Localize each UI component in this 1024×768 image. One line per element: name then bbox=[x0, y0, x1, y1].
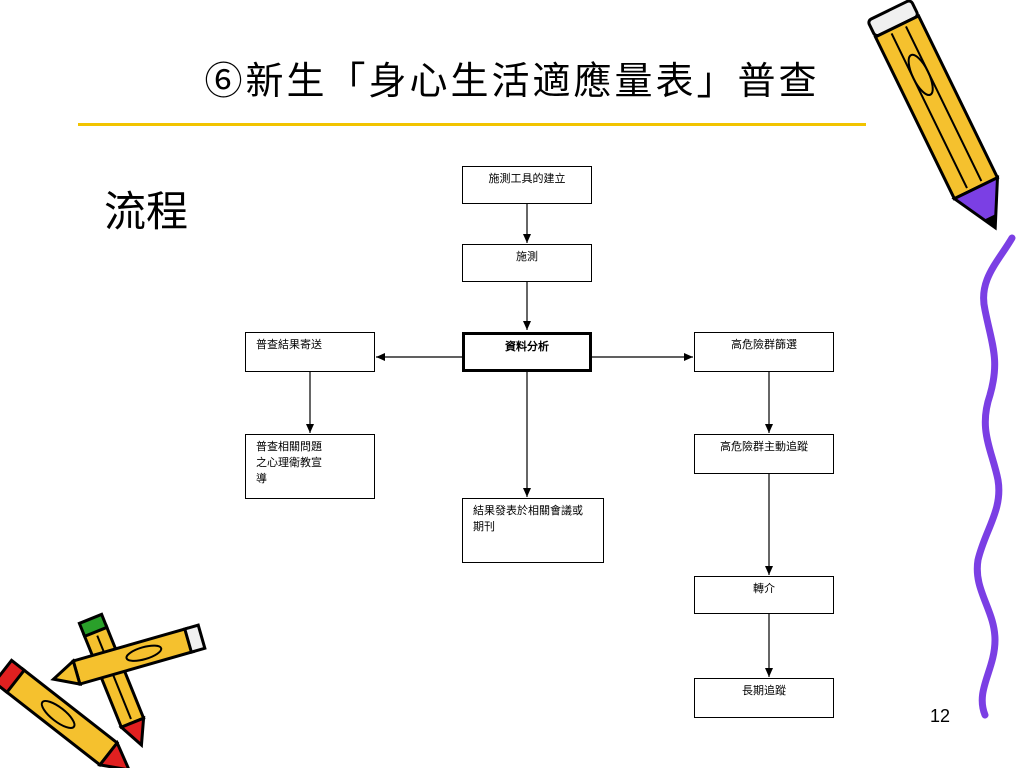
title-underline bbox=[78, 123, 866, 126]
node-long-term-tracking: 長期追蹤 bbox=[694, 678, 834, 718]
purple-squiggle-decoration bbox=[973, 234, 1016, 719]
pencil-icon bbox=[0, 658, 132, 768]
node-referral: 轉介 bbox=[694, 576, 834, 614]
node-publish-results: 結果發表於相關會議或期刊 bbox=[462, 498, 604, 563]
node-build-tool: 施測工具的建立 bbox=[462, 166, 592, 204]
section-label: 流程 bbox=[104, 187, 189, 236]
pencil-icon bbox=[867, 0, 1000, 231]
node-data-analysis: 資料分析 bbox=[462, 332, 592, 372]
node-administer: 施測 bbox=[462, 244, 592, 282]
node-mail-results: 普查結果寄送 bbox=[245, 332, 375, 372]
slide-title: ⑥新生「身心生活適應量表」普查 bbox=[204, 59, 820, 103]
pencil-icon bbox=[77, 612, 146, 749]
page-number: 12 bbox=[930, 706, 951, 726]
node-track-high-risk: 高危險群主動追蹤 bbox=[694, 434, 834, 474]
node-health-education: 普查相關問題之心理衛教宣導 bbox=[245, 434, 375, 499]
pencil-icon bbox=[50, 623, 207, 686]
node-screen-high-risk: 高危險群篩選 bbox=[694, 332, 834, 372]
